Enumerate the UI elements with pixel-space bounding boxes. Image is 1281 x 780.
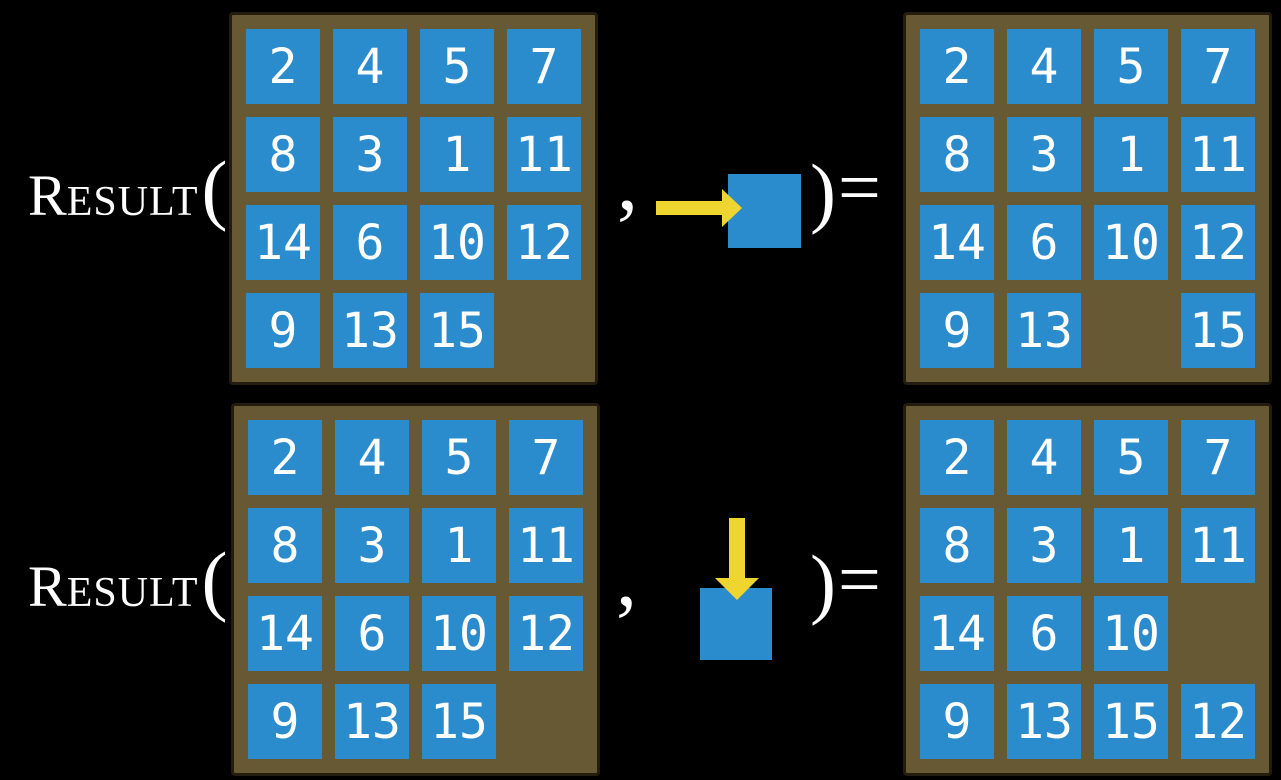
puzzle-tile: 10 [422,596,496,671]
puzzle-tile: 7 [509,420,583,495]
puzzle-tile: 3 [1007,508,1081,583]
function-name-capital: R [28,554,67,619]
function-name-smallcaps: ESULT [66,179,199,225]
arrow-right-icon [656,189,746,227]
puzzle-tile: 14 [920,596,994,671]
empty-cell [1094,293,1168,368]
empty-cell [509,684,583,759]
puzzle-tile: 3 [1007,117,1081,192]
puzzle-tile: 9 [920,684,994,759]
puzzle-tile: 9 [920,293,994,368]
puzzle-tile: 8 [920,117,994,192]
puzzle-tile: 8 [246,117,320,192]
puzzle-tile: 4 [335,420,409,495]
puzzle-tile: 15 [1094,684,1168,759]
puzzle-tile: 12 [1181,205,1255,280]
puzzle-tile: 10 [420,205,494,280]
puzzle-tile: 5 [1094,29,1168,104]
puzzle-tile: 9 [248,684,322,759]
comma: , [617,135,638,228]
puzzle-tile: 6 [1007,596,1081,671]
puzzle-tile: 11 [1181,117,1255,192]
puzzle-tile: 8 [920,508,994,583]
puzzle-tile: 14 [920,205,994,280]
puzzle-tile: 11 [507,117,581,192]
equals-sign: = [838,538,881,622]
puzzle-tile: 6 [333,205,407,280]
equals-sign: = [838,146,881,230]
puzzle-tile: 10 [1094,596,1168,671]
puzzle-tile: 14 [248,596,322,671]
puzzle-tile: 1 [422,508,496,583]
puzzle-tile: 5 [422,420,496,495]
empty-cell [1181,596,1255,671]
puzzle-tile: 6 [1007,205,1081,280]
close-paren: ) [810,148,836,235]
puzzle-tile: 2 [246,29,320,104]
puzzle-tile: 8 [248,508,322,583]
puzzle-tile: 7 [507,29,581,104]
puzzle-tile: 13 [1007,293,1081,368]
puzzle-tile: 1 [420,117,494,192]
arrow-down-icon [715,518,759,600]
puzzle-tile: 14 [246,205,320,280]
puzzle-tile: 13 [333,293,407,368]
puzzle-tile: 7 [1181,420,1255,495]
puzzle-tile: 9 [246,293,320,368]
empty-cell [507,293,581,368]
puzzle-tile: 3 [335,508,409,583]
puzzle-tile: 1 [1094,508,1168,583]
function-name-capital: R [28,163,67,228]
puzzle-tile: 5 [420,29,494,104]
puzzle-tile: 7 [1181,29,1255,104]
puzzle-tile: 4 [333,29,407,104]
puzzle-tile: 2 [248,420,322,495]
comma: , [616,531,637,624]
puzzle-tile: 6 [335,596,409,671]
puzzle-tile: 5 [1094,420,1168,495]
puzzle-tile: 2 [920,420,994,495]
puzzle-tile: 13 [1007,684,1081,759]
action-tile [700,588,772,660]
puzzle-tile: 10 [1094,205,1168,280]
puzzle-tile: 13 [335,684,409,759]
puzzle-tile: 4 [1007,420,1081,495]
puzzle-tile: 15 [1181,293,1255,368]
puzzle-tile: 12 [507,205,581,280]
puzzle-tile: 3 [333,117,407,192]
function-name-smallcaps: ESULT [66,570,199,616]
puzzle-tile: 4 [1007,29,1081,104]
open-paren: ( [201,145,228,232]
puzzle-tile: 12 [1181,684,1255,759]
puzzle-tile: 15 [422,684,496,759]
puzzle-tile: 1 [1094,117,1168,192]
puzzle-tile: 11 [1181,508,1255,583]
puzzle-tile: 15 [420,293,494,368]
puzzle-tile: 12 [509,596,583,671]
puzzle-tile: 2 [920,29,994,104]
open-paren: ( [201,536,228,623]
puzzle-tile: 11 [509,508,583,583]
close-paren: ) [810,539,836,626]
